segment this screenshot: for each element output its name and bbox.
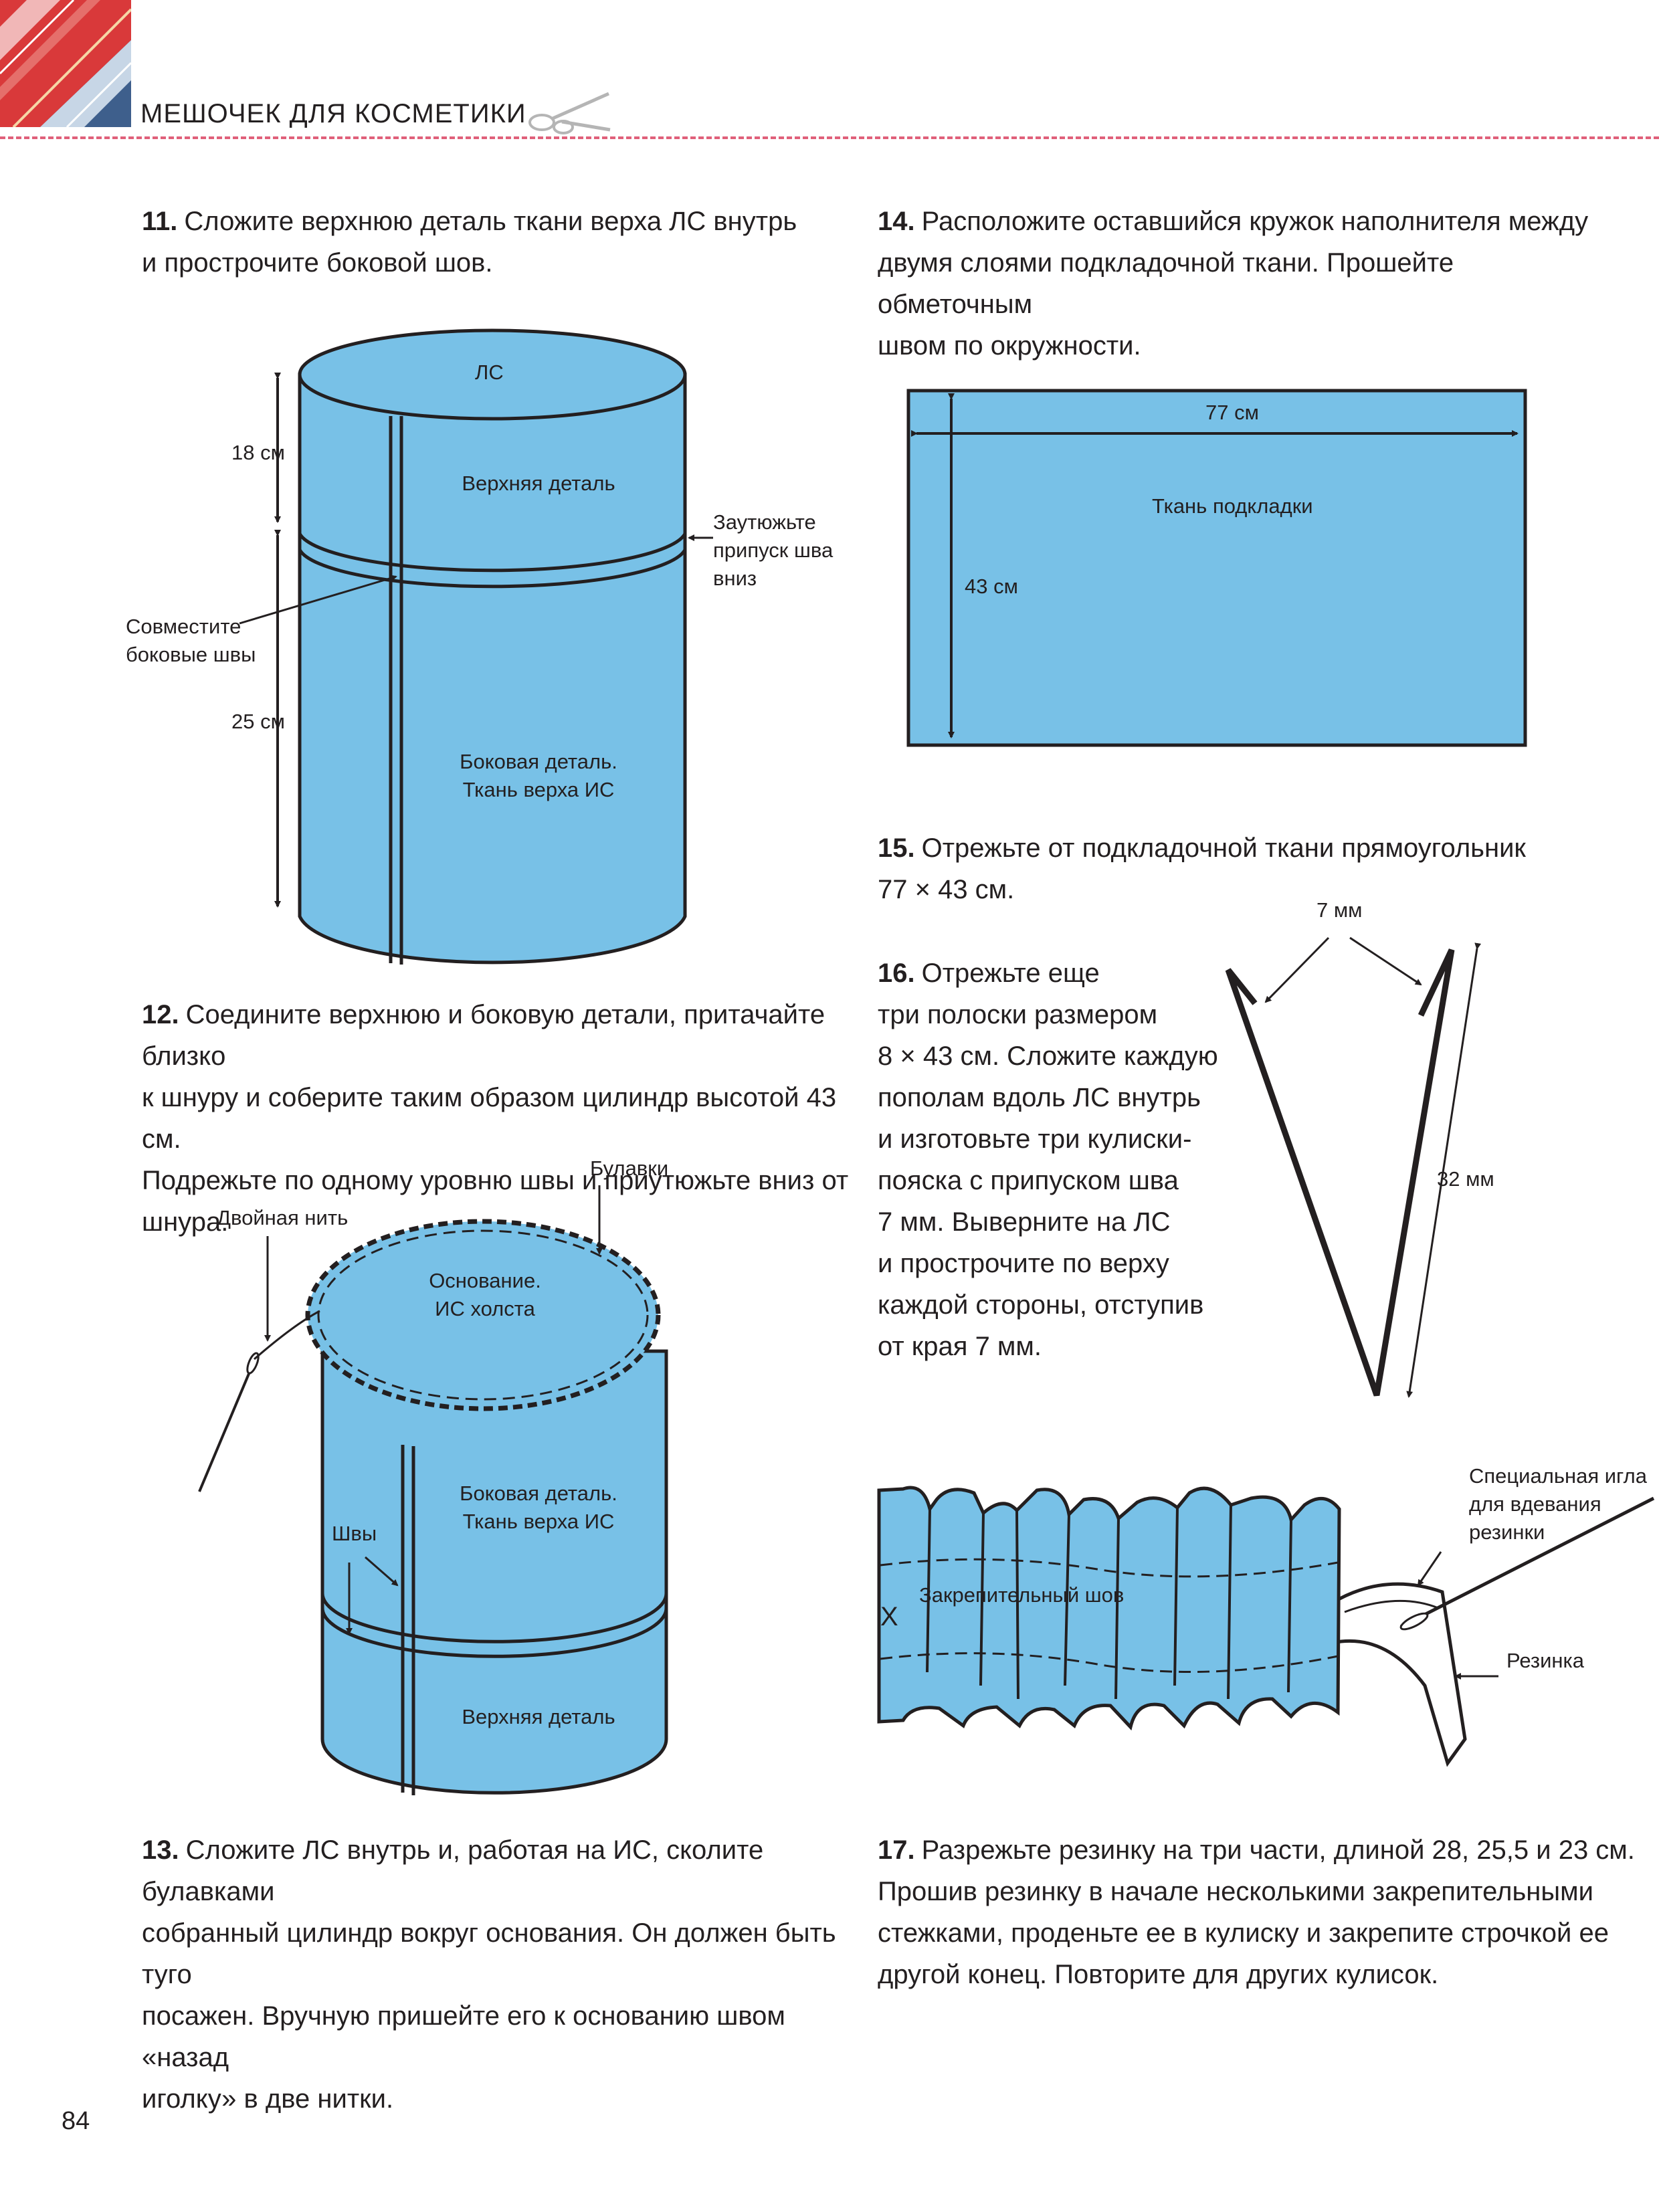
step-line: Сложите верхнюю деталь ткани верха ЛС вн… (184, 207, 797, 236)
step-line: и изготовьте три кулиски- (878, 1124, 1192, 1154)
dimension-label: 18 см (231, 441, 285, 464)
step-line: двумя слоями подкладочной ткани. Прошейт… (878, 248, 1454, 319)
step-14: 14.Расположите оставшийся кружок наполни… (878, 201, 1614, 367)
step-number: 16. (878, 959, 915, 988)
step-line: Отрежьте от подкладочной ткани прямоугол… (921, 833, 1526, 863)
label-line: для вдевания (1469, 1492, 1601, 1516)
step-line: швом по окружности. (878, 331, 1141, 361)
step-line: каждой стороны, отступив (878, 1290, 1204, 1320)
step-line: посажен. Вручную пришейте его к основани… (142, 2001, 785, 2072)
step-line: Разрежьте резинку на три части, длиной 2… (921, 1835, 1635, 1865)
step-line: собранный цилиндр вокруг основания. Он д… (142, 1918, 836, 1989)
step-line: к шнуру и соберите таким образом цилиндр… (142, 1083, 837, 1154)
height-label: 32 мм (1437, 1167, 1494, 1191)
step-line: шнура. (142, 1207, 229, 1237)
step-number: 17. (878, 1835, 915, 1865)
step-line: другой конец. Повторите для других кулис… (878, 1960, 1439, 1989)
label-line: Специальная игла (1469, 1464, 1647, 1488)
height-dimension-label: 43 см (965, 575, 1018, 598)
step-line: Соедините верхнюю и боковую детали, прит… (142, 1000, 825, 1071)
width-dimension-label: 77 см (1205, 401, 1259, 424)
section-title: МЕШОЧЕК ДЛЯ КОСМЕТИКИ (140, 99, 526, 128)
label-line: Боковая деталь. (460, 750, 617, 773)
needle-label: Специальная игла для вдевания резинки (1469, 1462, 1647, 1546)
seams-label: Швы (332, 1522, 377, 1545)
side-part-label: Боковая деталь. Ткань верха ИС (428, 1480, 649, 1536)
label-line: Совместите (126, 615, 241, 638)
step-line: Сложите ЛС внутрь и, работая на ИС, скол… (142, 1835, 764, 1906)
step-line: иголку» в две нитки. (142, 2084, 394, 2114)
step-line: пояска с припуском шва (878, 1166, 1179, 1195)
label-line: припуск шва (713, 538, 834, 562)
right-side-label: ЛС (475, 361, 504, 384)
step-15: 15.Отрежьте от подкладочной ткани прямоу… (878, 827, 1614, 910)
page-number: 84 (62, 2107, 90, 2135)
align-seams-label: Совместите боковые швы (126, 613, 256, 669)
label-line: Ткань верха ИС (462, 1510, 615, 1533)
elastic-label: Резинка (1506, 1649, 1585, 1672)
step-number: 13. (142, 1835, 179, 1865)
label-line: боковые швы (126, 643, 256, 666)
header-divider (0, 136, 1659, 139)
label-line: Заутюжьте (713, 510, 816, 534)
top-part-label: Верхняя деталь (462, 472, 615, 495)
securing-stitch-label: Закрепительный шов (919, 1583, 1125, 1607)
step-number: 12. (142, 1000, 179, 1029)
step-line: Подрежьте по одному уровню швы и приутюж… (142, 1166, 849, 1195)
step-line: и прострочите боковой шов. (142, 248, 493, 278)
step-line: Расположите оставшийся кружок наполнител… (921, 207, 1589, 236)
step-line: Прошив резинку в начале несколькими закр… (878, 1877, 1593, 1906)
step-17: 17.Разрежьте резинку на три части, длино… (878, 1829, 1640, 1995)
side-part-label: Боковая деталь. Ткань верха ИС (428, 748, 649, 804)
label-line: Боковая деталь. (460, 1482, 617, 1505)
label-line: Ткань верха ИС (462, 778, 615, 801)
base-label: Основание. ИС холста (401, 1267, 569, 1323)
tartan-corner-image (0, 0, 131, 127)
step-line: Отрежьте еще (921, 959, 1100, 988)
step-line: и прострочите по верху (878, 1249, 1169, 1278)
label-line: вниз (713, 567, 757, 590)
step-line: от края 7 мм. (878, 1332, 1042, 1361)
dimension-label: 25 см (231, 710, 285, 733)
step-line: стежками, проденьте ее в кулиску и закре… (878, 1918, 1609, 1948)
label-line: резинки (1469, 1520, 1545, 1544)
press-seam-label: Заутюжьте припуск шва вниз (713, 508, 833, 593)
step-number: 15. (878, 833, 915, 863)
label-line: ИС холста (435, 1297, 535, 1320)
top-part-label: Верхняя деталь (462, 1705, 615, 1728)
step-16: 16.Отрежьте еще три полоски размером 8 ×… (878, 952, 1252, 1367)
step-line: пополам вдоль ЛС внутрь (878, 1083, 1201, 1112)
step-line: 77 × 43 см. (878, 875, 1015, 904)
pins-label: Булавки (590, 1157, 669, 1180)
scissors-icon (522, 86, 615, 139)
label-line: Основание. (429, 1269, 541, 1292)
lining-fabric-label: Ткань подкладки (1152, 494, 1313, 518)
step-number: 14. (878, 207, 915, 236)
step-line: три полоски размером (878, 1000, 1158, 1029)
double-thread-label: Двойная нить (217, 1206, 349, 1229)
cross-stitch-mark: X (880, 1602, 898, 1631)
step-line: 7 мм. Выверните на ЛС (878, 1207, 1171, 1237)
step-12: 12.Соедините верхнюю и боковую детали, п… (142, 994, 878, 1243)
step-11: 11.Сложите верхнюю деталь ткани верха ЛС… (142, 201, 878, 284)
step-13: 13.Сложите ЛС внутрь и, работая на ИС, с… (142, 1829, 878, 2120)
step-number: 11. (142, 207, 178, 236)
seam-allowance-label: 7 мм (1316, 898, 1363, 922)
step-line: 8 × 43 см. Сложите каждую (878, 1041, 1218, 1071)
